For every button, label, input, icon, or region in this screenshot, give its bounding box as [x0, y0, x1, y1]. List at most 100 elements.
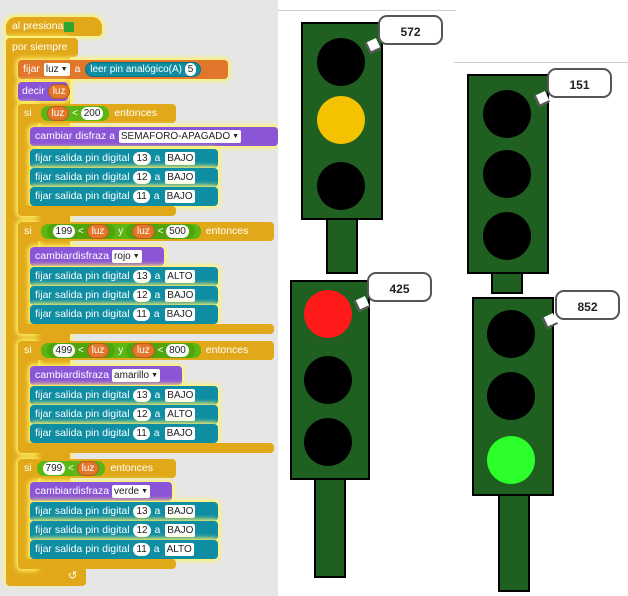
and-operator[interactable]: 499 < luz y luz < 800: [40, 343, 201, 358]
pin-number-input[interactable]: 12: [133, 289, 151, 302]
switch-costume-block[interactable]: cambiardisfraza verde▼: [30, 482, 172, 501]
less-than-operator[interactable]: luz < 500: [125, 224, 195, 239]
when-flag-clicked-block[interactable]: al presionar: [6, 17, 102, 36]
a-label: a: [154, 505, 161, 517]
traffic-light-lamp: [304, 418, 352, 466]
number-input[interactable]: 499: [52, 344, 76, 357]
pin-value-dropdown[interactable]: BAJO: [164, 427, 195, 440]
luz-reporter[interactable]: luz: [86, 224, 110, 239]
a-label: a: [154, 389, 161, 401]
if-3-header[interactable]: si 499 < luz y luz < 800 entonces: [18, 341, 274, 360]
dropdown-arrow-icon: ▼: [232, 133, 240, 140]
pin-number-input[interactable]: 13: [133, 270, 151, 283]
number-input[interactable]: 200: [80, 107, 104, 120]
if-1-header[interactable]: si luz < 200 entonces: [18, 104, 176, 123]
digital-pin-block[interactable]: fijar salida pin digital 11 a BAJO: [30, 305, 218, 324]
analog-pin-input[interactable]: 5: [184, 63, 197, 76]
digital-pin-label: fijar salida pin digital: [35, 389, 130, 401]
pin-value-dropdown[interactable]: ALTO: [165, 270, 195, 283]
say-label: decir: [22, 85, 45, 97]
costume-name: rojo: [114, 251, 131, 262]
pin-value-dropdown[interactable]: BAJO: [165, 505, 196, 518]
a-label: a: [153, 308, 160, 320]
say-luz-reporter[interactable]: luz: [47, 84, 71, 99]
switch-costume-block[interactable]: cambiardisfraza rojo▼: [30, 247, 164, 266]
luz-reporter[interactable]: luz: [86, 343, 110, 358]
less-than-operator[interactable]: 799 < luz: [36, 461, 106, 476]
luz-reporter[interactable]: luz: [131, 343, 155, 358]
forever-footer: ↺: [6, 567, 86, 586]
digital-pin-block[interactable]: fijar salida pin digital 12 a ALTO: [30, 405, 218, 424]
and-operator[interactable]: 199 < luz y luz < 500: [40, 224, 201, 239]
digital-pin-label: fijar salida pin digital: [35, 308, 130, 320]
pin-value-dropdown[interactable]: BAJO: [165, 289, 196, 302]
pin-value-dropdown[interactable]: BAJO: [165, 152, 196, 165]
less-than-operator[interactable]: 199 < luz: [46, 224, 116, 239]
pin-number-input[interactable]: 11: [133, 543, 150, 556]
less-than-operator[interactable]: 499 < luz: [46, 343, 116, 358]
luz-reporter[interactable]: luz: [131, 224, 155, 239]
digital-pin-block[interactable]: fijar salida pin digital 12 a BAJO: [30, 521, 218, 540]
costume-dropdown[interactable]: rojo▼: [112, 250, 142, 263]
if-4-header[interactable]: si 799 < luz entonces: [18, 459, 176, 478]
digital-pin-block[interactable]: fijar salida pin digital 13 a BAJO: [30, 502, 218, 521]
pin-number-input[interactable]: 13: [133, 389, 151, 402]
pin-value-dropdown[interactable]: BAJO: [164, 190, 195, 203]
and-label: y: [118, 345, 124, 356]
pin-value-dropdown[interactable]: BAJO: [165, 389, 196, 402]
a-label: a: [154, 289, 161, 301]
if-2-header[interactable]: si 199 < luz y luz < 500 entonces: [18, 222, 274, 241]
pin-value-dropdown[interactable]: BAJO: [164, 308, 195, 321]
costume-dropdown[interactable]: SEMAFORO-APAGADO▼: [118, 130, 242, 143]
scripts-area[interactable]: al presionar por siempre ↺ fijar luz▼ a …: [0, 0, 278, 596]
pin-value-dropdown[interactable]: ALTO: [165, 408, 195, 421]
digital-pin-block[interactable]: fijar salida pin digital 12 a BAJO: [30, 286, 218, 305]
pin-number-input[interactable]: 12: [133, 171, 151, 184]
traffic-light-lamp: [487, 372, 535, 420]
digital-pin-block[interactable]: fijar salida pin digital 11 a BAJO: [30, 187, 218, 206]
if-3-si-label: si: [24, 344, 32, 356]
pin-number-input[interactable]: 11: [133, 190, 150, 203]
pin-number-input[interactable]: 12: [133, 408, 151, 421]
switch-costume-block[interactable]: cambiardisfraza amarillo▼: [30, 366, 182, 385]
luz-reporter[interactable]: luz: [46, 106, 70, 121]
luz-reporter[interactable]: luz: [76, 461, 100, 476]
digital-pin-block[interactable]: fijar salida pin digital 11 a ALTO: [30, 540, 218, 559]
set-variable-block[interactable]: fijar luz▼ a leer pin analógico(A) 5: [18, 60, 228, 79]
digital-pin-block[interactable]: fijar salida pin digital 11 a BAJO: [30, 424, 218, 443]
traffic-light-lamp: [487, 310, 535, 358]
number-input[interactable]: 800: [166, 344, 189, 357]
less-than-operator[interactable]: luz < 800: [125, 343, 195, 358]
say-block[interactable]: decir luz: [18, 82, 71, 101]
number-input[interactable]: 799: [42, 462, 66, 475]
pin-number-input[interactable]: 13: [133, 505, 151, 518]
digital-pin-block[interactable]: fijar salida pin digital 12 a BAJO: [30, 168, 218, 187]
digital-pin-label: fijar salida pin digital: [35, 152, 130, 164]
pin-number-input[interactable]: 11: [133, 308, 150, 321]
if-2-si-label: si: [24, 225, 32, 237]
costume-dropdown[interactable]: amarillo▼: [112, 369, 160, 382]
if-1-then-label: entonces: [114, 107, 157, 119]
stage-divider-top: [278, 10, 456, 11]
digital-pin-block[interactable]: fijar salida pin digital 13 a BAJO: [30, 149, 218, 168]
pin-number-input[interactable]: 13: [133, 152, 151, 165]
hat-label: al presionar: [12, 20, 67, 32]
pin-value-dropdown[interactable]: ALTO: [164, 543, 194, 556]
pin-number-input[interactable]: 11: [133, 427, 150, 440]
digital-pin-block[interactable]: fijar salida pin digital 13 a ALTO: [30, 267, 218, 286]
read-analog-pin-reporter[interactable]: leer pin analógico(A) 5: [85, 62, 202, 77]
read-analog-pin-label: leer pin analógico(A): [90, 64, 182, 75]
dropdown-arrow-icon: ▼: [141, 488, 148, 495]
less-than-operator[interactable]: luz < 200: [40, 106, 110, 121]
switch-costume-block[interactable]: cambiar disfraz a SEMAFORO-APAGADO▼: [30, 127, 278, 146]
variable-dropdown[interactable]: luz▼: [43, 63, 70, 76]
pin-number-input[interactable]: 12: [133, 524, 151, 537]
pin-value-dropdown[interactable]: BAJO: [165, 171, 196, 184]
a-label: a: [154, 270, 161, 282]
costume-dropdown[interactable]: verde▼: [112, 485, 150, 498]
digital-pin-block[interactable]: fijar salida pin digital 13 a BAJO: [30, 386, 218, 405]
number-input[interactable]: 500: [166, 225, 189, 238]
number-input[interactable]: 199: [52, 225, 76, 238]
pin-value-dropdown[interactable]: BAJO: [165, 524, 196, 537]
traffic-light-pole: [326, 216, 358, 274]
